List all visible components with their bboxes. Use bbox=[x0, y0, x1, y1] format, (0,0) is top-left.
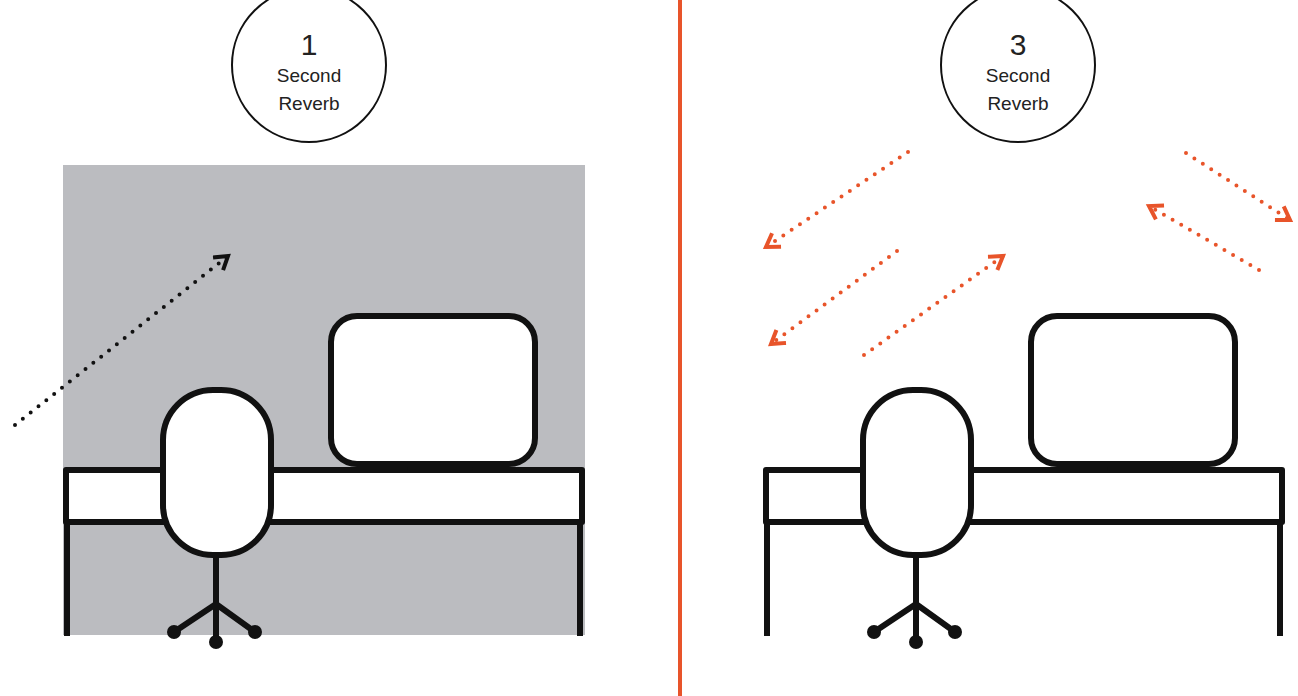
chair-stem bbox=[913, 555, 919, 604]
chair-stem bbox=[213, 555, 219, 604]
desk-leg bbox=[64, 522, 70, 636]
desk-top bbox=[766, 470, 1282, 522]
chair-base bbox=[913, 604, 919, 640]
reverb-seconds: 3 bbox=[1010, 28, 1027, 62]
monitor bbox=[331, 316, 535, 464]
absorption-panel bbox=[63, 165, 585, 635]
desk-top bbox=[66, 470, 582, 522]
chair-back bbox=[863, 390, 971, 555]
reverb-label: Second Reverb bbox=[263, 62, 355, 118]
echo-arrow bbox=[771, 251, 897, 344]
chair-wheel bbox=[909, 635, 923, 649]
chair-back bbox=[163, 390, 271, 555]
echo-arrow bbox=[1186, 153, 1290, 220]
chair-wheel bbox=[167, 625, 181, 639]
chair-wheel bbox=[209, 635, 223, 649]
reverb-circle: 3Second Reverb bbox=[940, 0, 1096, 143]
reverb-label: Second Reverb bbox=[972, 62, 1064, 118]
desk-scene bbox=[766, 316, 1282, 649]
panel-divider bbox=[678, 0, 682, 696]
desk-scene bbox=[66, 316, 582, 649]
circle-shape bbox=[941, 0, 1095, 142]
chair-wheel bbox=[248, 625, 262, 639]
reverb-seconds: 1 bbox=[301, 28, 318, 62]
monitor bbox=[1031, 316, 1235, 464]
desk-leg bbox=[577, 522, 583, 636]
reverb-circle: 1Second Reverb bbox=[231, 0, 387, 143]
chair-wheel bbox=[867, 625, 881, 639]
circle-shape bbox=[232, 0, 386, 142]
chair-wheel bbox=[948, 625, 962, 639]
desk-leg bbox=[764, 522, 770, 636]
echo-arrow bbox=[1149, 206, 1259, 270]
chair-base bbox=[213, 604, 219, 640]
desk-leg bbox=[1277, 522, 1283, 636]
echo-arrow bbox=[864, 256, 1003, 355]
echo-arrow bbox=[766, 152, 908, 247]
